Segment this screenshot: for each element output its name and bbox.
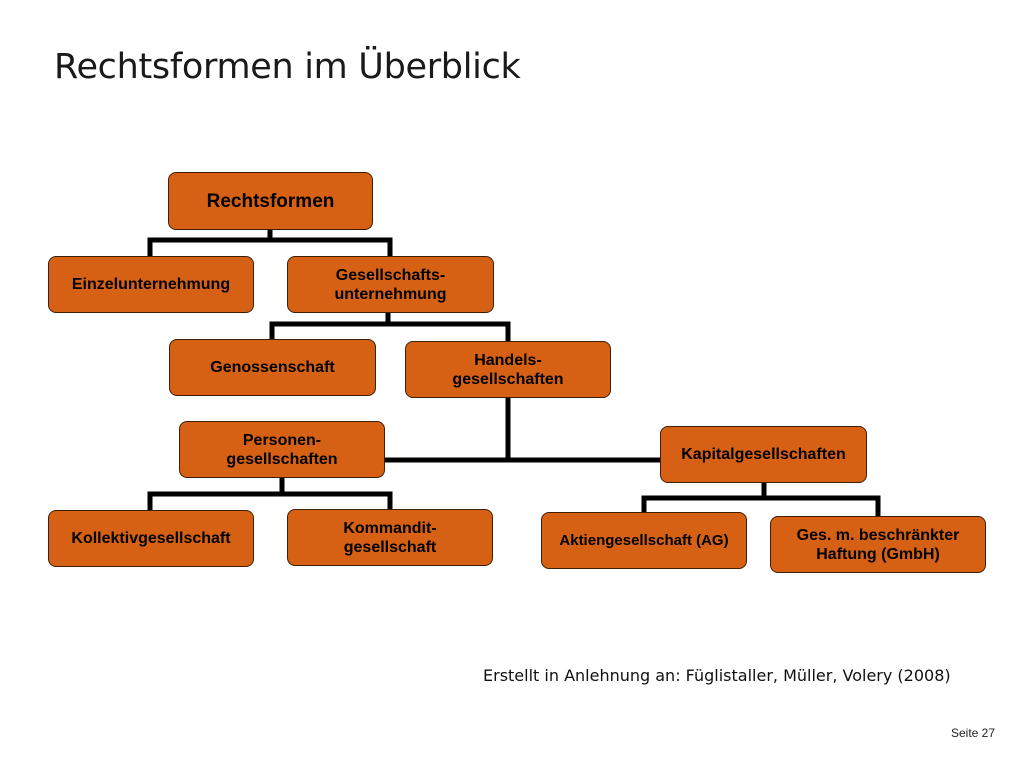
node-kapitalgesellschaften: Kapitalgesellschaften — [660, 426, 867, 483]
connector-handelsgesellschaften — [381, 395, 663, 463]
node-rechtsformen: Rechtsformen — [168, 172, 373, 230]
node-genossenschaft: Genossenschaft — [169, 339, 376, 396]
node-kollektivgesellschaft: Kollektivgesellschaft — [48, 510, 254, 567]
node-einzelunternehmung: Einzelunternehmung — [48, 256, 254, 313]
slide-title: Rechtsformen im Überblick — [54, 47, 521, 87]
node-personengesellschaften: Personen- gesellschaften — [179, 421, 385, 478]
connector-personengesellschaften — [147, 475, 393, 514]
node-kommanditgesellschaft: Kommandit- gesellschaft — [287, 509, 493, 566]
node-aktiengesellschaft: Aktiengesellschaft (AG) — [541, 512, 747, 569]
connector-kapitalgesellschaften — [641, 479, 881, 519]
source-citation: Erstellt in Anlehnung an: Füglistaller, … — [483, 666, 951, 685]
node-handelsgesellschaften: Handels- gesellschaften — [405, 341, 611, 398]
node-gesellschaftsunternehmung: Gesellschafts- unternehmung — [287, 256, 494, 313]
connector-rechtsformen — [147, 227, 393, 259]
connector-gesellschaftsunternehmung — [269, 310, 511, 344]
page-number: Seite 27 — [951, 726, 996, 740]
node-gmbh: Ges. m. beschränkter Haftung (GmbH) — [770, 516, 986, 573]
